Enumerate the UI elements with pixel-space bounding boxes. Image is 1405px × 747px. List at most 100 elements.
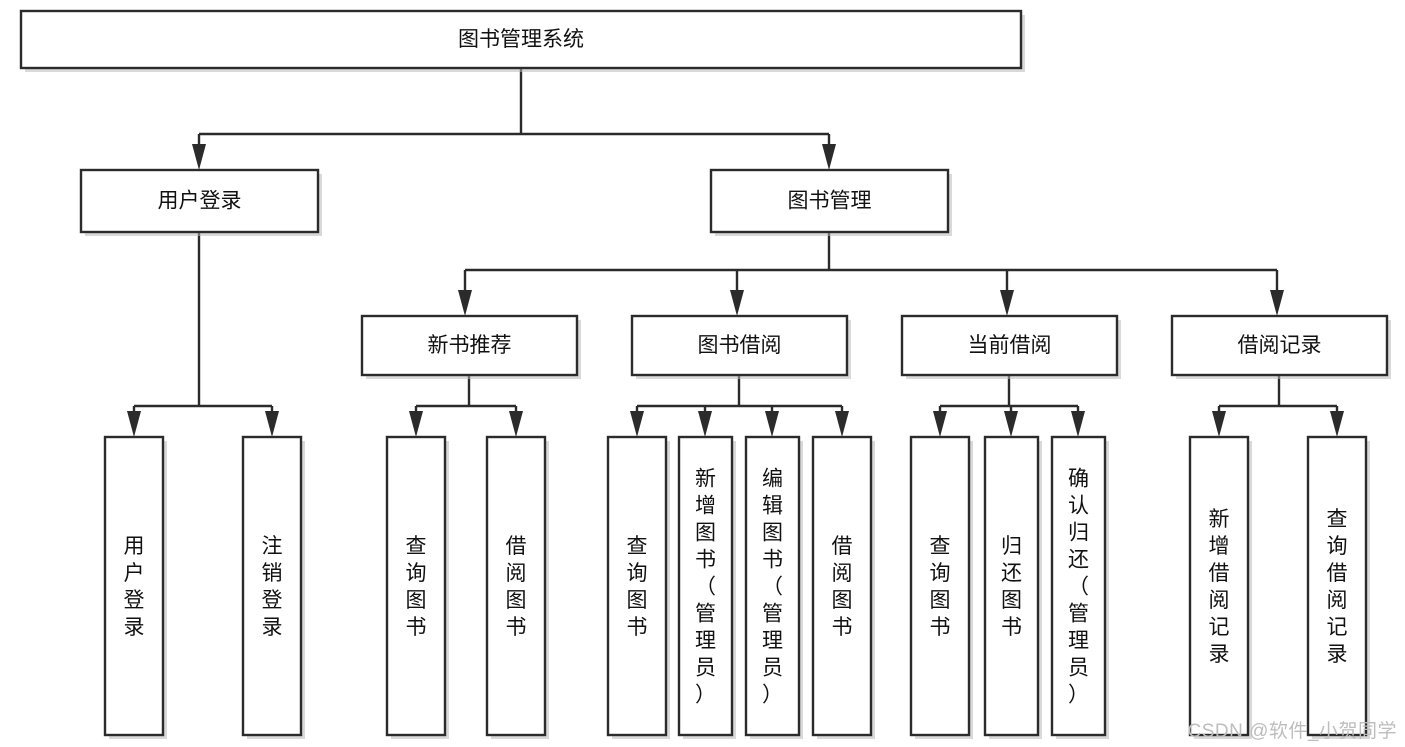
label-char: ） — [1068, 684, 1089, 707]
label-char: 录 — [124, 616, 145, 639]
node-rect[interactable] — [1170, 314, 1389, 377]
node-l-rec-query[interactable]: 查询图书 — [385, 435, 449, 739]
arrow-head-icon — [698, 411, 712, 437]
label-char: 询 — [1327, 535, 1348, 558]
label-char: 图 — [506, 589, 527, 612]
node-rect[interactable] — [811, 435, 873, 737]
label-char: ） — [695, 684, 716, 707]
node-l-cb-confirm[interactable]: 确认归还（管理员） — [1050, 435, 1109, 739]
node-label: 借阅图书 — [832, 535, 853, 639]
label-char: （ — [1068, 576, 1089, 599]
node-label: 图书管理 — [788, 190, 872, 213]
arrow-head-icon — [509, 411, 523, 437]
nodes-layer: 图书管理系统用户登录图书管理新书推荐图书借阅当前借阅借阅记录用户登录注销登录查询… — [19, 9, 1391, 739]
label-char: 编 — [762, 468, 783, 491]
node-label: 确认归还（管理员） — [1068, 468, 1089, 707]
node-n-borrow-record[interactable]: 借阅记录 — [1170, 314, 1391, 379]
node-label: 查询借阅记录 — [1327, 508, 1348, 666]
node-rect[interactable] — [103, 435, 165, 737]
node-label: 图书管理系统 — [458, 28, 584, 51]
label-char: 录 — [1327, 643, 1348, 666]
label-char: 增 — [695, 495, 716, 518]
node-l-br-add[interactable]: 新增借阅记录 — [1188, 435, 1252, 739]
node-rect[interactable] — [360, 314, 579, 377]
node-root[interactable]: 图书管理系统 — [19, 9, 1025, 72]
connector-e-current-borrow — [933, 375, 1085, 437]
label-char: 借 — [506, 535, 527, 558]
node-label: 编辑图书（管理员） — [762, 468, 783, 707]
node-rect[interactable] — [983, 435, 1040, 737]
node-l-cb-return[interactable]: 归还图书 — [983, 435, 1042, 739]
node-rect[interactable] — [606, 435, 668, 737]
arrow-head-icon — [1004, 411, 1018, 437]
node-rect[interactable] — [744, 435, 801, 737]
node-n-new-book-rec[interactable]: 新书推荐 — [360, 314, 581, 379]
label-char: 确 — [1068, 468, 1089, 491]
arrow-head-icon — [458, 290, 472, 316]
node-label: 图书借阅 — [698, 334, 782, 357]
label-char: 户 — [124, 562, 145, 585]
node-l-user-login[interactable]: 用户登录 — [103, 435, 167, 739]
node-rect[interactable] — [709, 168, 950, 234]
connector-e-user-login — [127, 232, 279, 437]
node-rect[interactable] — [241, 435, 303, 737]
node-l-bb-edit[interactable]: 编辑图书（管理员） — [744, 435, 803, 739]
node-rect[interactable] — [385, 435, 447, 737]
node-rect[interactable] — [1050, 435, 1107, 737]
label-char: 图 — [1001, 589, 1022, 612]
node-n-book-borrow[interactable]: 图书借阅 — [630, 314, 851, 379]
label-char: 阅 — [1327, 589, 1348, 612]
label-char: 书 — [627, 616, 648, 639]
node-l-user-logout[interactable]: 注销登录 — [241, 435, 305, 739]
node-l-bb-query[interactable]: 查询图书 — [606, 435, 670, 739]
node-l-rec-borrow[interactable]: 借阅图书 — [485, 435, 549, 739]
label-char: 借 — [832, 535, 853, 558]
node-rect[interactable] — [900, 314, 1119, 377]
node-rect[interactable] — [1188, 435, 1250, 737]
label-char: 员 — [695, 657, 716, 680]
label-char: 图 — [762, 522, 783, 545]
node-label: 借阅图书 — [506, 535, 527, 639]
label-char: 图 — [930, 589, 951, 612]
node-rect[interactable] — [485, 435, 547, 737]
node-l-bb-add[interactable]: 新增图书（管理员） — [677, 435, 736, 739]
connector-e-borrow-record — [1212, 375, 1344, 437]
label-char: 用 — [124, 535, 145, 558]
arrow-head-icon — [730, 290, 744, 316]
arrow-head-icon — [192, 144, 206, 170]
label-char: 归 — [1068, 522, 1089, 545]
node-label: 查询图书 — [627, 535, 648, 639]
label-char: 书 — [762, 549, 783, 572]
label-char: 注 — [262, 535, 283, 558]
node-label: 当前借阅 — [968, 334, 1052, 357]
label-char: 书 — [1001, 616, 1022, 639]
node-rect[interactable] — [1306, 435, 1368, 737]
label-char: 查 — [627, 535, 648, 558]
label-char: 记 — [1209, 616, 1230, 639]
node-n-book-manage[interactable]: 图书管理 — [709, 168, 952, 236]
label-char: 录 — [1209, 643, 1230, 666]
node-rect[interactable] — [909, 435, 971, 737]
label-char: 管 — [762, 603, 783, 626]
label-char: 销 — [262, 562, 283, 585]
node-label: 用户登录 — [124, 535, 145, 639]
node-rect[interactable] — [630, 314, 849, 377]
node-l-br-query[interactable]: 查询借阅记录 — [1306, 435, 1370, 739]
node-rect[interactable] — [677, 435, 734, 737]
node-l-bb-borrow[interactable]: 借阅图书 — [811, 435, 875, 739]
label-char: 图 — [406, 589, 427, 612]
label-char: 图 — [832, 589, 853, 612]
node-rect[interactable] — [79, 168, 320, 234]
connector-e-new-book-rec — [409, 375, 523, 437]
node-label: 查询图书 — [406, 535, 427, 639]
node-n-user-login[interactable]: 用户登录 — [79, 168, 322, 236]
label-char: 登 — [262, 589, 283, 612]
node-rect[interactable] — [19, 9, 1023, 70]
node-label: 用户登录 — [158, 190, 242, 213]
node-n-current-borrow[interactable]: 当前借阅 — [900, 314, 1121, 379]
arrow-head-icon — [1212, 411, 1226, 437]
node-l-cb-query[interactable]: 查询图书 — [909, 435, 973, 739]
label-char: 询 — [627, 562, 648, 585]
